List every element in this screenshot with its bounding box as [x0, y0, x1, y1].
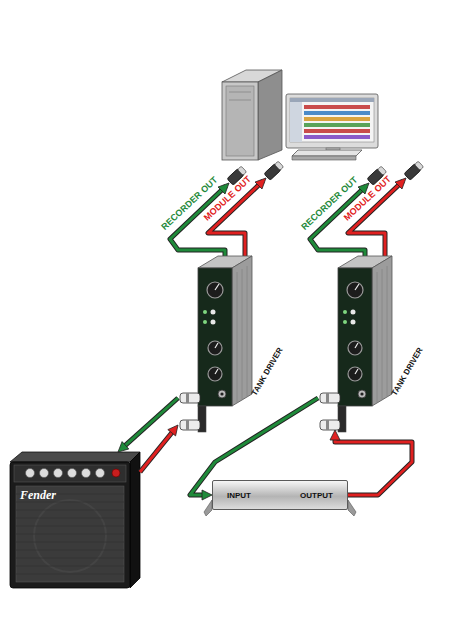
art-polygon: [130, 452, 140, 588]
art-circle: [54, 469, 63, 478]
module-name: TANK DRIVER: [391, 346, 426, 397]
tank-driver-module: TANK DRIVER: [318, 255, 424, 430]
cable-label: RECORDER OUT: [160, 175, 220, 232]
computer: [222, 70, 378, 160]
art-rect: [290, 98, 374, 142]
art-rect: [16, 486, 124, 582]
art-rect: [304, 117, 370, 121]
art-polygon: [292, 150, 362, 156]
cable-line: [124, 398, 178, 447]
art-circle: [96, 469, 105, 478]
cable-connector: [140, 425, 178, 472]
art-use: [180, 256, 252, 432]
art-rect: [222, 82, 258, 160]
tank-driver-module: [180, 256, 392, 432]
guitar-amp: Fender: [10, 452, 140, 588]
module-name: TANK DRIVER: [251, 346, 286, 397]
art-rect: [304, 129, 370, 133]
arrow-head: [330, 430, 340, 440]
cable-connector: [118, 398, 178, 452]
art-path: [16, 494, 124, 574]
art-rect: [286, 94, 378, 148]
art-circle: [40, 469, 49, 478]
art-rect: [304, 111, 370, 115]
art-circle: [34, 500, 106, 572]
art-polygon: [258, 70, 282, 160]
arrow-head: [118, 442, 129, 452]
art-line: [229, 100, 251, 101]
art-circle: [26, 469, 35, 478]
art-rect: [14, 465, 126, 482]
cable-line: [140, 431, 173, 472]
cable-line: [124, 398, 178, 447]
art-polygon: [292, 156, 356, 160]
jack-label: INPUT: [227, 491, 251, 500]
arrow-head: [202, 490, 212, 500]
reverb-tank: INPUT OUTPUT: [212, 480, 348, 510]
art-rect: [226, 86, 254, 156]
art-circle: [68, 469, 77, 478]
guitar-amp: [10, 452, 140, 588]
art-use: [320, 256, 392, 432]
cable-label: RECORDER OUT: [300, 175, 360, 232]
art-polygon: [348, 500, 356, 516]
art-circle: [112, 469, 120, 477]
arrow-head: [168, 425, 178, 436]
art-rect: [304, 135, 370, 139]
art-rect: [290, 98, 374, 102]
art-line: [229, 92, 251, 93]
jack-label: OUTPUT: [300, 491, 333, 500]
art-rect: [304, 105, 370, 109]
art-polygon: [10, 452, 140, 462]
tank-driver-module: TANK DRIVER: [178, 255, 284, 430]
top-cables: [170, 161, 424, 262]
art-rect: [304, 123, 370, 127]
art-circle: [82, 469, 91, 478]
amp-logo: Fender: [20, 489, 56, 502]
art-polygon: [204, 500, 212, 516]
art-rect: [290, 102, 302, 142]
cable-line: [140, 431, 173, 472]
art-rect: [10, 462, 130, 588]
